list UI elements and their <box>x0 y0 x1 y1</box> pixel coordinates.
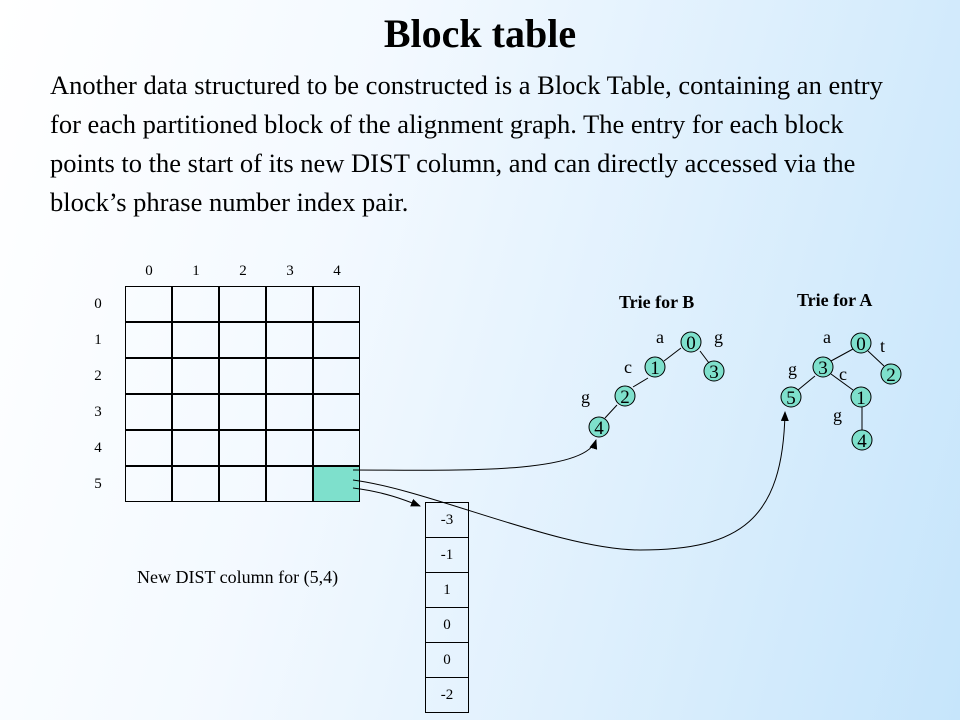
grid-cell <box>219 322 266 358</box>
grid-cell <box>125 394 172 430</box>
trie-edge <box>663 347 682 362</box>
column-label: 2 <box>239 263 247 279</box>
grid-cell-highlighted <box>313 466 360 502</box>
grid-cell <box>266 394 313 430</box>
edge-label: a <box>656 327 664 347</box>
slide-title: Block table <box>383 11 577 56</box>
edge-label: g <box>788 359 797 379</box>
edge-label: c <box>839 364 847 384</box>
slide-paragraph: Another data structured to be constructe… <box>50 70 883 217</box>
row-label: 3 <box>94 404 102 420</box>
trie-a-nodes: 0 3 2 5 1 4 <box>780 332 902 452</box>
trie-a-edges <box>797 348 885 431</box>
grid-cell <box>313 430 360 466</box>
grid-cell <box>172 358 219 394</box>
column-label: 4 <box>333 263 341 279</box>
grid-cell <box>125 430 172 466</box>
trie-a-title: Trie for A <box>797 290 873 310</box>
arrow-to-dist-column <box>352 487 421 507</box>
grid-cell <box>313 358 360 394</box>
trie-a-edge-labels: a t g c g <box>788 327 885 425</box>
grid-cell <box>266 466 313 502</box>
grid-cell <box>172 466 219 502</box>
row-label: 2 <box>94 368 102 384</box>
trie-node: 0 <box>680 331 702 354</box>
trie-edge <box>867 350 885 367</box>
node-label: 3 <box>709 362 719 383</box>
trie-node: 4 <box>588 416 610 439</box>
edge-label: g <box>833 405 842 425</box>
node-label: 4 <box>857 431 867 452</box>
edge-label: t <box>880 336 885 356</box>
trie-node: 2 <box>614 385 636 408</box>
grid-cell <box>266 358 313 394</box>
row-label: 1 <box>94 332 102 348</box>
trie-edge <box>830 348 854 362</box>
node-label: 5 <box>786 388 796 409</box>
trie-node: 2 <box>880 363 902 386</box>
arrow-to-trie-a <box>352 411 789 551</box>
trie-node: 1 <box>850 386 872 409</box>
column-label: 0 <box>145 263 153 279</box>
node-label: 2 <box>886 365 896 386</box>
trie-node: 3 <box>703 360 725 383</box>
trie-b-nodes: 0 1 2 3 4 <box>588 331 725 439</box>
grid-cell <box>172 286 219 322</box>
edge-label: a <box>823 327 831 347</box>
node-label: 0 <box>856 334 866 355</box>
grid-cell <box>172 322 219 358</box>
trie-edge <box>699 350 710 364</box>
grid-cell <box>125 286 172 322</box>
grid-cell <box>125 358 172 394</box>
dist-cell: -2 <box>425 677 469 713</box>
trie-node: 5 <box>780 386 802 409</box>
grid-cell <box>313 394 360 430</box>
grid-cell <box>219 358 266 394</box>
grid-cell <box>219 466 266 502</box>
grid-cell <box>266 322 313 358</box>
grid-cell <box>266 286 313 322</box>
edge-label: c <box>624 357 632 377</box>
trie-node: 0 <box>850 332 872 355</box>
trie-b-edge-labels: a g c g <box>581 327 723 407</box>
trie-edge <box>797 375 816 391</box>
arrow-to-trie-b <box>352 439 598 471</box>
block-pointers <box>352 411 789 551</box>
trie-edge <box>830 373 854 391</box>
grid-cell <box>172 430 219 466</box>
trie-edge <box>604 404 618 419</box>
trie-node: 3 <box>812 356 834 379</box>
column-label: 3 <box>286 263 294 279</box>
grid-cell <box>313 286 360 322</box>
dist-column-caption: New DIST column for (5,4) <box>137 567 339 587</box>
node-label: 1 <box>856 388 866 409</box>
trie-node: 4 <box>851 429 873 452</box>
trie-b-edges <box>604 347 710 419</box>
column-label: 1 <box>192 263 200 279</box>
node-label: 4 <box>594 418 604 439</box>
grid-cell <box>172 394 219 430</box>
trie-edge <box>632 377 649 388</box>
edge-label: g <box>714 327 723 347</box>
node-label: 2 <box>620 387 630 408</box>
grid-cell <box>125 322 172 358</box>
node-label: 3 <box>818 358 828 379</box>
grid-cell <box>219 394 266 430</box>
trie-b-title: Trie for B <box>619 292 695 312</box>
row-label: 4 <box>94 440 102 456</box>
grid-cell <box>219 430 266 466</box>
grid-cell <box>266 430 313 466</box>
trie-node: 1 <box>644 356 666 379</box>
node-label: 0 <box>686 333 696 354</box>
edge-label: g <box>581 387 590 407</box>
row-label: 5 <box>94 476 102 492</box>
grid-cell <box>219 286 266 322</box>
grid-cell <box>125 466 172 502</box>
node-label: 1 <box>650 358 660 379</box>
row-label: 0 <box>94 296 102 312</box>
grid-cell <box>313 322 360 358</box>
